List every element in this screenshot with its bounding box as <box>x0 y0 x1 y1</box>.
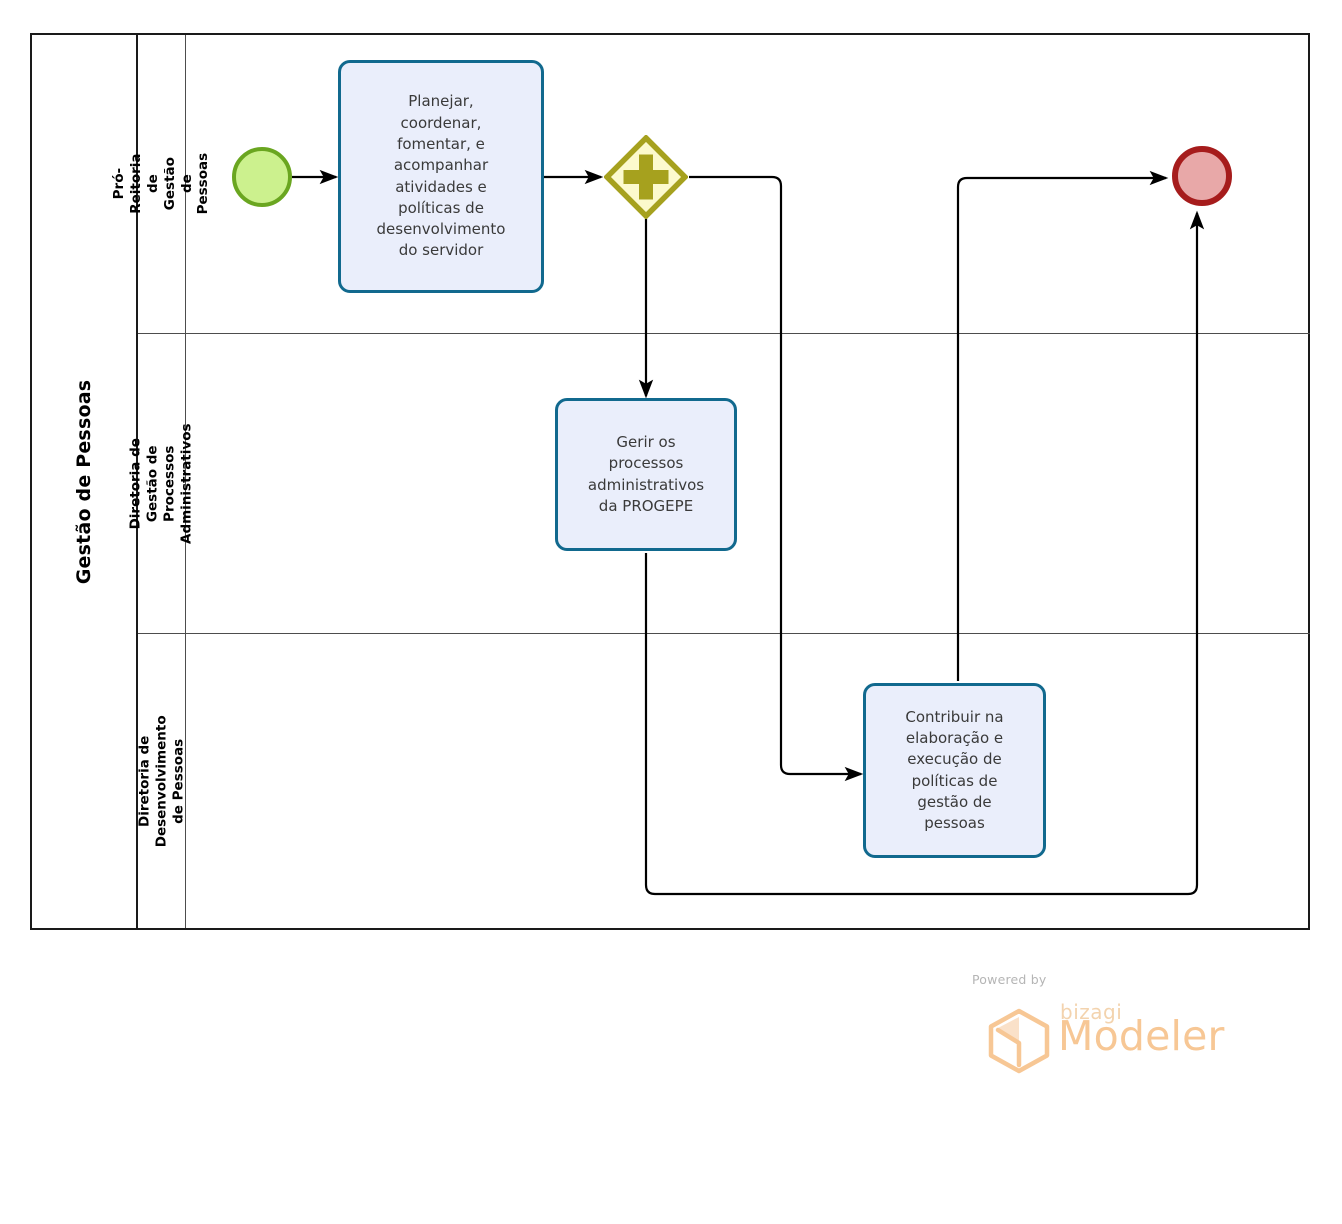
lane-title-processos-administrativos: Diretoria de Gestão de Processos Adminis… <box>127 423 195 544</box>
lane-header-processos-administrativos[interactable]: Diretoria de Gestão de Processos Adminis… <box>128 334 194 633</box>
lane-header-desenvolvimento-pessoas[interactable]: Diretoria de Desenvolvimento de Pessoas <box>136 634 186 928</box>
lane-desenvolvimento-pessoas[interactable]: Diretoria de Desenvolvimento de Pessoas <box>136 633 1310 928</box>
plus-icon <box>623 154 669 200</box>
bizagi-cube-icon <box>988 1008 1050 1074</box>
lane-pro-reitoria[interactable]: Pró-Reitoria de Gestão de Pessoas <box>111 35 1310 333</box>
lane-title-pro-reitoria: Pró-Reitoria de Gestão de Pessoas <box>110 153 212 215</box>
parallel-gateway[interactable] <box>603 134 689 220</box>
end-event[interactable] <box>1172 146 1232 206</box>
gateway-shape <box>603 134 689 220</box>
lane-title-desenvolvimento-pessoas: Diretoria de Desenvolvimento de Pessoas <box>136 715 186 847</box>
bizagi-watermark: Powered by bizagi Modeler <box>960 972 1260 1074</box>
watermark-product-label: Modeler <box>1058 1012 1225 1060</box>
pool-title: Gestão de Pessoas <box>73 379 96 584</box>
start-event[interactable] <box>232 147 292 207</box>
task-contribuir-politicas-gestao-pessoas[interactable]: Contribuir na elaboração e execução de p… <box>863 683 1046 858</box>
lane-header-pro-reitoria[interactable]: Pró-Reitoria de Gestão de Pessoas <box>111 35 211 333</box>
pool-header[interactable]: Gestão de Pessoas <box>32 35 138 928</box>
task-gerir-processos-administrativos[interactable]: Gerir os processos administrativos da PR… <box>555 398 737 551</box>
watermark-brand-label: bizagi <box>1060 1000 1123 1024</box>
watermark-powered-by-label: Powered by <box>972 972 1047 987</box>
task-planejar-coordenar-fomentar[interactable]: Planejar, coordenar, fomentar, e acompan… <box>338 60 544 293</box>
